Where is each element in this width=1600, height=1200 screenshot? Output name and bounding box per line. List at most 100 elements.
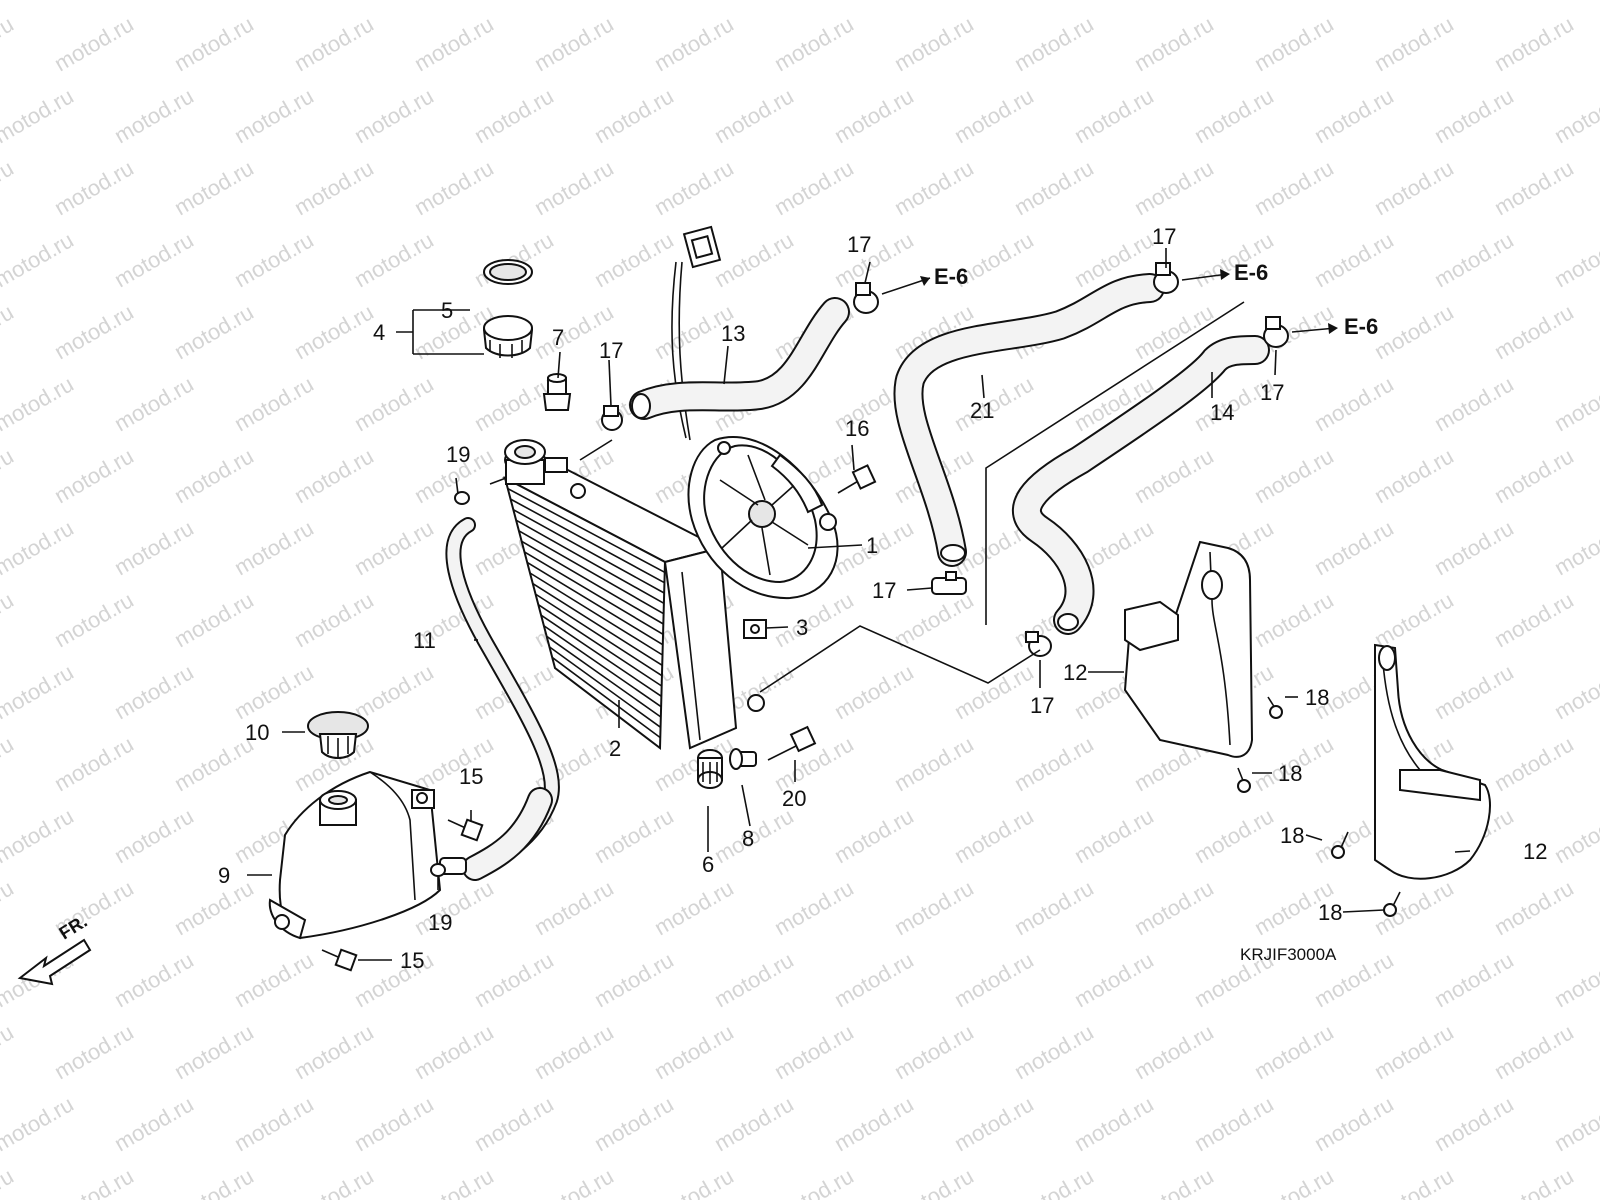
watermark-text: motod.ru xyxy=(290,587,378,652)
watermark-text: motod.ru xyxy=(1070,1091,1158,1156)
watermark-text: motod.ru xyxy=(1130,1163,1218,1200)
watermark-text: motod.ru xyxy=(1010,731,1098,796)
watermark-text: motod.ru xyxy=(230,1091,318,1156)
callout-18-d: 18 xyxy=(1318,900,1342,925)
watermark-text: motod.ru xyxy=(0,515,78,580)
watermark-text: motod.ru xyxy=(50,299,138,364)
callout-17-d: 17 xyxy=(599,338,623,363)
watermark-text: motod.ru xyxy=(1430,371,1518,436)
callout-15-lower: 15 xyxy=(400,948,424,973)
watermark-text: motod.ru xyxy=(650,1019,738,1084)
watermark-text: motod.ru xyxy=(890,11,978,76)
callout-11: 11 xyxy=(413,628,436,653)
radiator-fin xyxy=(543,625,662,708)
watermark-text: motod.ru xyxy=(170,875,258,940)
hose-clamp xyxy=(1025,631,1052,657)
watermark-text: motod.ru xyxy=(350,371,438,436)
callout-3: 3 xyxy=(796,615,808,640)
watermark-text: motod.ru xyxy=(1010,11,1098,76)
hose-14 xyxy=(1012,335,1270,635)
watermark-text: motod.ru xyxy=(650,875,738,940)
watermark-text: motod.ru xyxy=(1070,947,1158,1012)
watermark-text: motod.ru xyxy=(890,1163,978,1200)
watermark-text: motod.ru xyxy=(1430,659,1518,724)
watermark-text: motod.ru xyxy=(1490,443,1578,508)
callout-18-a: 18 xyxy=(1305,685,1329,710)
watermark-text: motod.ru xyxy=(1370,443,1458,508)
radiator-fin xyxy=(512,508,665,594)
reference-e6-c: E-6 xyxy=(1344,314,1378,339)
watermark-text: motod.ru xyxy=(770,1163,858,1200)
callout-21: 21 xyxy=(970,398,994,423)
watermark-text: motod.ru xyxy=(710,227,798,292)
watermark-text: motod.ru xyxy=(230,515,318,580)
callout-20: 20 xyxy=(782,786,806,811)
watermark-text: motod.ru xyxy=(230,659,318,724)
watermark-text: motod.ru xyxy=(1490,1163,1578,1200)
watermark-text: motod.ru xyxy=(1190,803,1278,868)
callout-2: 2 xyxy=(609,736,621,761)
watermark-text: motod.ru xyxy=(1250,443,1338,508)
watermark-text: motod.ru xyxy=(1010,875,1098,940)
watermark-text: motod.ru xyxy=(890,875,978,940)
siphon-tube-11 xyxy=(445,517,560,881)
watermark-text: motod.ru xyxy=(1250,155,1338,220)
callout-19-lower: 19 xyxy=(428,910,452,935)
watermark-text: motod.ru xyxy=(290,1163,378,1200)
callout-17-e: 17 xyxy=(872,578,896,603)
radiator-fin xyxy=(510,498,665,584)
watermark-text: motod.ru xyxy=(50,1163,138,1200)
callout-9: 9 xyxy=(218,863,230,888)
radiator-shroud xyxy=(1374,643,1491,880)
screw-18 xyxy=(1237,767,1251,793)
radiator xyxy=(502,464,765,750)
watermark-text: motod.ru xyxy=(650,1163,738,1200)
watermark-text: motod.ru xyxy=(1250,1163,1338,1200)
watermark-text: motod.ru xyxy=(1070,0,1158,4)
watermark-text: motod.ru xyxy=(470,83,558,148)
radiator-fin xyxy=(507,487,666,574)
watermark-text: motod.ru xyxy=(470,1091,558,1156)
watermark-text: motod.ru xyxy=(1550,227,1600,292)
watermark-text: motod.ru xyxy=(170,11,258,76)
callout-18-b: 18 xyxy=(1278,761,1302,786)
watermark-text: motod.ru xyxy=(1130,11,1218,76)
watermark-text: motod.ru xyxy=(590,227,678,292)
diagram-code: KRJIF3000A xyxy=(1240,945,1337,964)
watermark-text: motod.ru xyxy=(1490,299,1578,364)
watermark-text: motod.ru xyxy=(50,443,138,508)
watermark-text: motod.ru xyxy=(1430,515,1518,580)
watermark-text: motod.ru xyxy=(1310,227,1398,292)
watermark-text: motod.ru xyxy=(1310,0,1398,4)
watermark-text: motod.ru xyxy=(710,83,798,148)
watermark-text: motod.ru xyxy=(0,731,18,796)
watermark-text: motod.ru xyxy=(110,1091,198,1156)
watermark-text: motod.ru xyxy=(830,659,918,724)
watermark-text: motod.ru xyxy=(410,1019,498,1084)
watermark-text: motod.ru xyxy=(590,1091,678,1156)
watermark-text: motod.ru xyxy=(1550,947,1600,1012)
watermark-text: motod.ru xyxy=(110,659,198,724)
drain-plug xyxy=(542,373,572,411)
watermark-text: motod.ru xyxy=(1310,515,1398,580)
watermark-text: motod.ru xyxy=(770,875,858,940)
watermark-text: motod.ru xyxy=(0,227,78,292)
watermark-text: motod.ru xyxy=(890,587,978,652)
watermark-text: motod.ru xyxy=(470,947,558,1012)
watermark-text: motod.ru xyxy=(350,659,438,724)
radiator-fin xyxy=(524,551,664,636)
watermark-text: motod.ru xyxy=(1430,947,1518,1012)
watermark-text: motod.ru xyxy=(170,587,258,652)
callout-8: 8 xyxy=(742,826,754,851)
watermark-text: motod.ru xyxy=(0,0,78,4)
watermark-text: motod.ru xyxy=(1190,0,1278,4)
watermark-text: motod.ru xyxy=(350,227,438,292)
watermark-text: motod.ru xyxy=(1070,83,1158,148)
bolt-16 xyxy=(837,464,877,494)
callout-1: 1 xyxy=(866,533,878,558)
watermark-text: motod.ru xyxy=(1550,1091,1600,1156)
watermark-text: motod.ru xyxy=(530,155,618,220)
radiator-fin xyxy=(548,646,662,728)
